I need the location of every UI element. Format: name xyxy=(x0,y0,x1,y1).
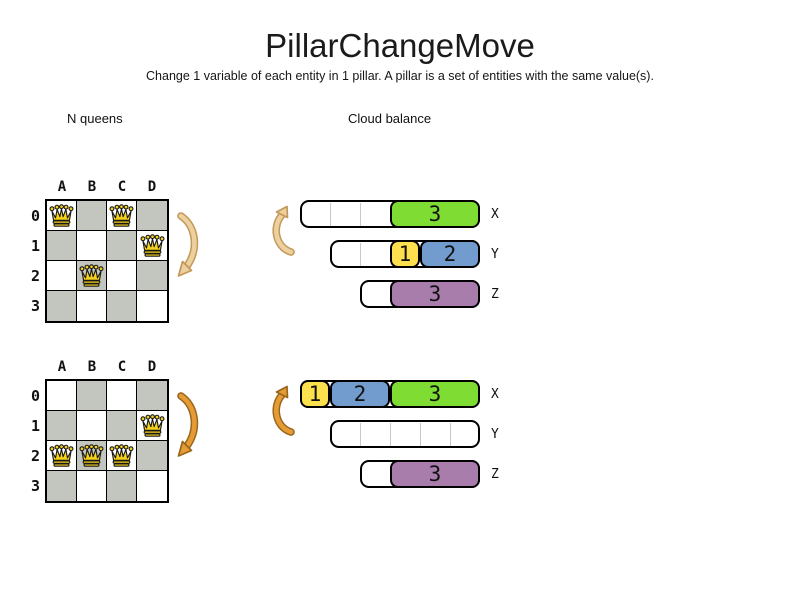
board-cell-C1 xyxy=(107,411,137,441)
queen-icon xyxy=(49,444,74,467)
queen-icon xyxy=(140,234,164,257)
chessboard-nqueens-before xyxy=(45,199,169,323)
bars-move-arrow-bottom-icon xyxy=(266,384,300,443)
board-row-label: 1 xyxy=(30,237,40,255)
bar-cell-divider xyxy=(359,202,361,226)
queen-icon xyxy=(109,204,134,227)
board-cell-B1 xyxy=(77,411,107,441)
board-cell-B2 xyxy=(77,261,107,291)
board-cell-D0 xyxy=(137,201,167,231)
board-cell-C2 xyxy=(107,261,137,291)
process-block-3: 3 xyxy=(390,200,480,228)
queen-icon xyxy=(109,444,134,467)
bar-label-x: X xyxy=(491,207,499,222)
resource-bar-cloud-after-y xyxy=(330,420,480,448)
process-block-1: 1 xyxy=(300,380,330,408)
board-cell-C3 xyxy=(107,471,137,501)
bar-cell-divider xyxy=(449,422,451,446)
board-cell-D2 xyxy=(137,441,167,471)
board-col-label: D xyxy=(147,179,157,195)
bar-cell-divider xyxy=(419,422,421,446)
bar-label-y: Y xyxy=(491,427,499,442)
page-title: PillarChangeMove xyxy=(265,27,535,64)
queen-icon xyxy=(79,444,104,467)
process-block-1: 1 xyxy=(390,240,420,268)
board-cell-D3 xyxy=(137,471,167,501)
bar-cell-divider xyxy=(359,242,361,266)
board-col-label: B xyxy=(87,359,97,375)
board-move-arrow-top-icon xyxy=(172,211,202,286)
board-row-label: 2 xyxy=(30,267,40,285)
board-cell-A3 xyxy=(47,291,77,321)
board-cell-B0 xyxy=(77,381,107,411)
bar-cell-divider xyxy=(389,422,391,446)
bar-label-y: Y xyxy=(491,247,499,262)
board-cell-C3 xyxy=(107,291,137,321)
board-cell-B3 xyxy=(77,291,107,321)
board-cell-D0 xyxy=(137,381,167,411)
process-block-2: 2 xyxy=(420,240,480,268)
board-cell-C1 xyxy=(107,231,137,261)
board-cell-A1 xyxy=(47,411,77,441)
board-cell-B2 xyxy=(77,441,107,471)
process-block-2: 2 xyxy=(330,380,390,408)
bars-move-arrow-top-icon xyxy=(266,204,300,263)
section-label-cloud-balance: Cloud balance xyxy=(348,111,432,126)
board-cell-A2 xyxy=(47,261,77,291)
board-cell-C2 xyxy=(107,441,137,471)
board-move-arrow-bottom-icon xyxy=(172,391,202,466)
board-row-label: 0 xyxy=(30,387,40,405)
board-col-label: A xyxy=(57,179,67,195)
bar-cell-divider xyxy=(329,202,331,226)
queen-icon xyxy=(49,204,74,227)
board-cell-A0 xyxy=(47,201,77,231)
board-row-label: 2 xyxy=(30,447,40,465)
board-cell-B0 xyxy=(77,201,107,231)
bar-label-z: Z xyxy=(491,467,499,482)
process-block-3: 3 xyxy=(390,460,480,488)
page-subtitle: Change 1 variable of each entity in 1 pi… xyxy=(146,69,654,83)
board-cell-A0 xyxy=(47,381,77,411)
board-cell-B1 xyxy=(77,231,107,261)
board-col-label: D xyxy=(147,359,157,375)
board-row-label: 3 xyxy=(30,477,40,495)
board-col-label: A xyxy=(57,359,67,375)
bar-label-z: Z xyxy=(491,287,499,302)
board-cell-A3 xyxy=(47,471,77,501)
queen-icon xyxy=(140,414,164,437)
process-block-3: 3 xyxy=(390,380,480,408)
board-row-label: 0 xyxy=(30,207,40,225)
board-cell-A1 xyxy=(47,231,77,261)
board-cell-D1 xyxy=(137,411,167,441)
bar-cell-divider xyxy=(359,422,361,446)
board-col-label: B xyxy=(87,179,97,195)
board-cell-A2 xyxy=(47,441,77,471)
board-cell-D3 xyxy=(137,291,167,321)
board-row-label: 3 xyxy=(30,297,40,315)
board-col-label: C xyxy=(117,179,127,195)
bar-label-x: X xyxy=(491,387,499,402)
chessboard-nqueens-after xyxy=(45,379,169,503)
board-cell-D2 xyxy=(137,261,167,291)
board-row-label: 1 xyxy=(30,417,40,435)
board-cell-C0 xyxy=(107,381,137,411)
process-block-3: 3 xyxy=(390,280,480,308)
board-cell-D1 xyxy=(137,231,167,261)
queen-icon xyxy=(79,264,104,287)
section-label-nqueens: N queens xyxy=(67,111,123,126)
board-cell-C0 xyxy=(107,201,137,231)
board-col-label: C xyxy=(117,359,127,375)
board-cell-B3 xyxy=(77,471,107,501)
